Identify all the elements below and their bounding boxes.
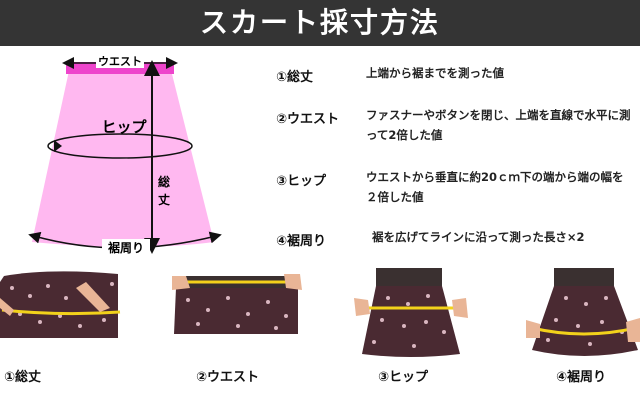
photo-waist [172,270,302,334]
hip-label: ヒップ [101,118,147,136]
waist-label: ウエスト [98,55,142,68]
length-label-1: 総 [158,174,170,189]
spec-desc-waist: ファスナーやボタンを閉じ、上端を直線で水平に測って2倍した値 [366,108,631,142]
spec-label-hem: ④裾周り [276,234,327,249]
photo-length [0,268,122,338]
skirt-diagram: ウエスト ヒップ 総 丈 裾周り [28,54,222,255]
spec-label-hip: ③ヒップ [276,174,327,189]
hip-ellipse [47,133,193,159]
spec-label-length: ①総丈 [276,70,314,85]
photo-hip [354,264,468,360]
title-banner [0,0,640,46]
spec-desc-hip: ウエストから垂直に約20ｃｍ下の端から端の幅を２倍した値 [366,170,624,204]
spec-label-waist: ②ウエスト [276,112,340,127]
photo-hem [526,258,640,362]
photo-label-length: ①総丈 [4,370,42,385]
skirt-shape [32,66,214,247]
length-label-2: 丈 [158,193,170,207]
page-title: スカート採寸方法 [199,6,440,39]
photo-label-hem: ④裾周り [556,370,607,385]
spec-desc-hem: 裾を広げてラインに沿って測った長さ×2 [372,230,585,244]
hem-label: 裾周り [108,240,144,255]
photo-label-hip: ③ヒップ [378,370,429,385]
spec-desc-length: 上端から裾までを測った値 [366,66,504,80]
photo-label-waist: ②ウエスト [196,370,260,385]
